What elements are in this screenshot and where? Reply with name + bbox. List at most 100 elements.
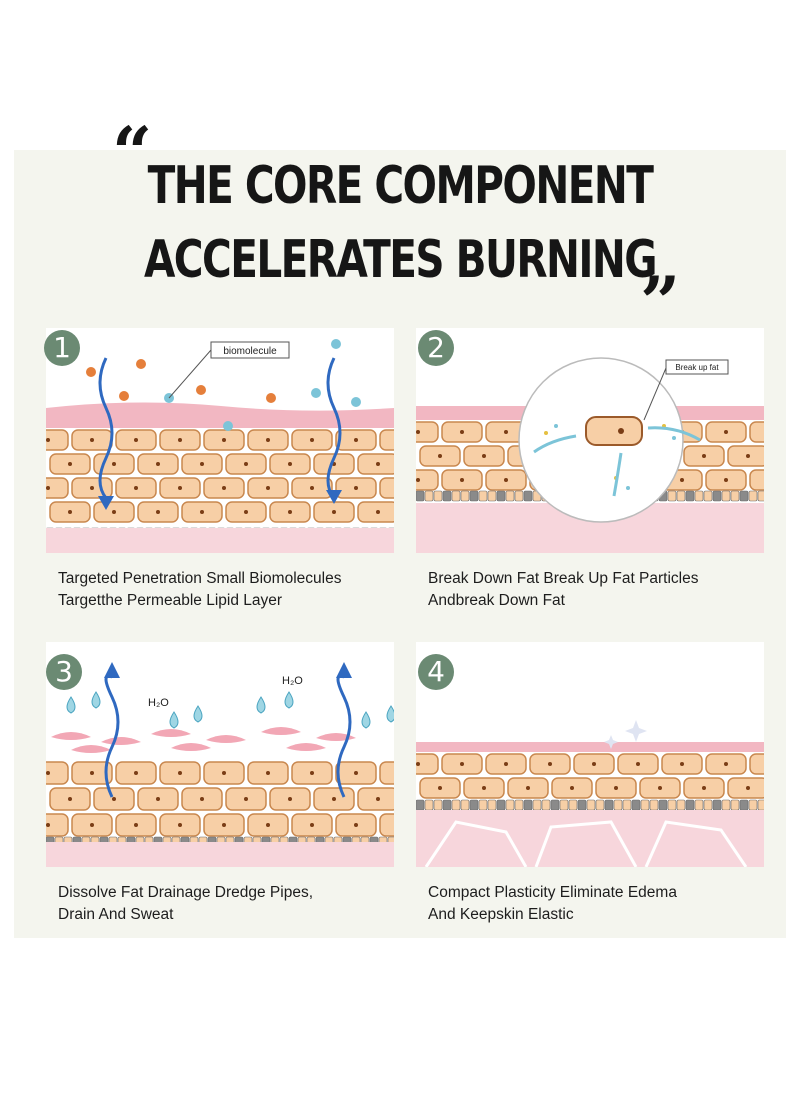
basal-cell — [505, 799, 515, 811]
cell-nucleus — [376, 510, 380, 514]
basal-cell — [442, 799, 452, 811]
basal-cell — [442, 490, 452, 502]
cell-nucleus — [310, 823, 314, 827]
basal-cell — [685, 799, 695, 811]
cell-nucleus — [504, 478, 508, 482]
step-1-caption-line-2: Targetthe Permeable Lipid Layer — [58, 592, 283, 609]
step-3-caption-line-1: Dissolve Fat Drainage Dredge Pipes, — [58, 884, 314, 901]
cell-nucleus — [636, 762, 640, 766]
step-1-caption: Targeted Penetration Small Biomolecules … — [58, 568, 398, 612]
cell-nucleus — [504, 430, 508, 434]
basal-cell — [424, 490, 434, 502]
fat-cell — [379, 477, 394, 499]
basal-cell — [613, 799, 623, 811]
basal-cell — [505, 490, 515, 502]
cell-nucleus — [724, 478, 728, 482]
basal-cell — [667, 490, 677, 502]
fat-cell — [379, 429, 394, 451]
fat-cell — [379, 813, 394, 837]
step-1-caption-line-1: Targeted Penetration Small Biomolecules — [58, 570, 342, 587]
cell-nucleus — [134, 771, 138, 775]
basal-cell — [739, 490, 749, 502]
fat-cell — [416, 753, 439, 775]
cell-nucleus — [46, 438, 50, 442]
basal-cell — [460, 490, 470, 502]
fat-cell — [46, 813, 69, 837]
basal-cell — [523, 490, 533, 502]
cell-nucleus — [460, 762, 464, 766]
basal-cell — [748, 490, 758, 502]
cell-nucleus — [702, 454, 706, 458]
cell-nucleus — [592, 762, 596, 766]
cell-nucleus — [134, 438, 138, 442]
cell-nucleus — [90, 438, 94, 442]
heading-line-2: ACCELERATES BURNING — [143, 230, 658, 290]
cell-nucleus — [354, 438, 358, 442]
step-4-illustration — [416, 642, 764, 867]
basal-cell — [577, 799, 587, 811]
heading-line-1: THE CORE COMPONENT — [147, 156, 654, 216]
basal-cell — [757, 799, 764, 811]
cell-nucleus — [90, 486, 94, 490]
cell-nucleus — [68, 510, 72, 514]
cell-nucleus — [310, 771, 314, 775]
cell-nucleus — [266, 771, 270, 775]
fat-cell — [416, 469, 439, 491]
basal-cell — [748, 799, 758, 811]
fat-cell — [749, 421, 764, 443]
basal-cell — [604, 799, 614, 811]
basal-cell — [451, 799, 461, 811]
water-droplets — [66, 691, 394, 729]
step-3-illustration: H₂O H₂O — [46, 642, 394, 867]
cell-nucleus — [288, 462, 292, 466]
basal-cell — [523, 799, 533, 811]
cell-nucleus — [68, 462, 72, 466]
basal-cell — [469, 490, 479, 502]
basal-cell — [676, 490, 686, 502]
basal-cell — [730, 799, 740, 811]
cell-nucleus — [244, 797, 248, 801]
cell-nucleus — [46, 823, 50, 827]
cell-nucleus — [200, 462, 204, 466]
cell-nucleus — [178, 438, 182, 442]
cell-nucleus — [614, 786, 618, 790]
cell-nucleus — [112, 510, 116, 514]
cell-nucleus — [482, 454, 486, 458]
fat-cell — [46, 477, 69, 499]
fat-cell — [749, 753, 764, 775]
cell-nucleus — [222, 771, 226, 775]
basal-cell — [586, 799, 596, 811]
cell-nucleus — [288, 510, 292, 514]
cell-nucleus — [46, 486, 50, 490]
step-2-badge: 2 — [418, 330, 454, 366]
basal-cell — [487, 799, 497, 811]
cell-nucleus — [244, 462, 248, 466]
cell-nucleus — [288, 797, 292, 801]
cell-nucleus — [134, 823, 138, 827]
skin-layers-illustration-2: Break up fat — [416, 328, 764, 553]
basal-cell — [703, 490, 713, 502]
cell-nucleus — [354, 771, 358, 775]
basal-cell — [532, 799, 542, 811]
cell-nucleus — [416, 478, 420, 482]
basal-cell — [478, 799, 488, 811]
cell-nucleus — [354, 486, 358, 490]
basal-cell — [496, 799, 506, 811]
step-4-badge: 4 — [418, 654, 454, 690]
step-4-caption: Compact Plasticity Eliminate Edema And K… — [428, 882, 768, 926]
cell-nucleus — [68, 797, 72, 801]
cell-nucleus — [310, 486, 314, 490]
step-3-caption: Dissolve Fat Drainage Dredge Pipes, Drai… — [58, 882, 398, 926]
cell-nucleus — [244, 510, 248, 514]
step-3-caption-line-2: Drain And Sweat — [58, 906, 174, 923]
basal-cell — [622, 799, 632, 811]
basal-cell — [550, 799, 560, 811]
cell-nucleus — [438, 454, 442, 458]
cell-nucleus — [200, 510, 204, 514]
basal-cell — [757, 490, 764, 502]
skin-layers-illustration-1: biomolecule — [46, 328, 394, 553]
basal-cell — [703, 799, 713, 811]
basal-cell — [730, 490, 740, 502]
basal-cell — [514, 490, 524, 502]
basal-cell — [478, 490, 488, 502]
